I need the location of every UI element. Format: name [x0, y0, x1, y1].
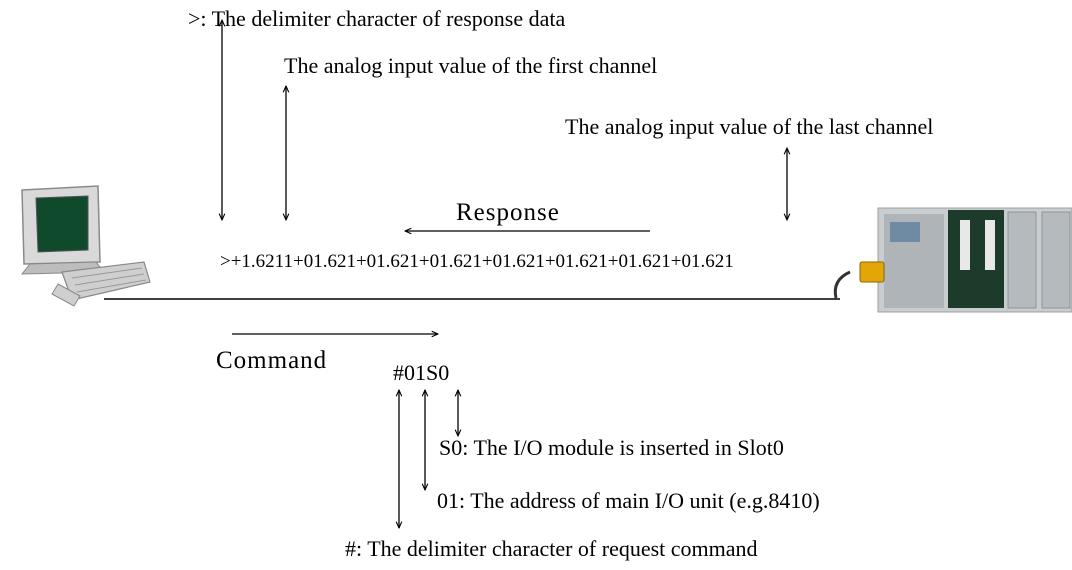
last-channel-label: The analog input value of the last chann… [565, 114, 934, 139]
response-string: >+1.6211+01.621+01.621+01.621+01.621+01.… [220, 251, 734, 272]
request-delimiter-label: #: The delimiter character of request co… [345, 536, 758, 561]
desktop-computer-icon [20, 185, 151, 307]
response-delimiter-label: >: The delimiter character of response d… [188, 6, 566, 31]
response-label: Response [456, 199, 560, 226]
command-label: Command [216, 347, 328, 374]
address-description: 01: The address of main I/O unit (e.g.84… [437, 488, 820, 513]
command-string: #01S0 [393, 360, 450, 385]
slot-description: S0: The I/O module is inserted in Slot0 [439, 435, 784, 460]
first-channel-label: The analog input value of the first chan… [284, 53, 658, 78]
plc-controller-icon [833, 207, 1072, 313]
